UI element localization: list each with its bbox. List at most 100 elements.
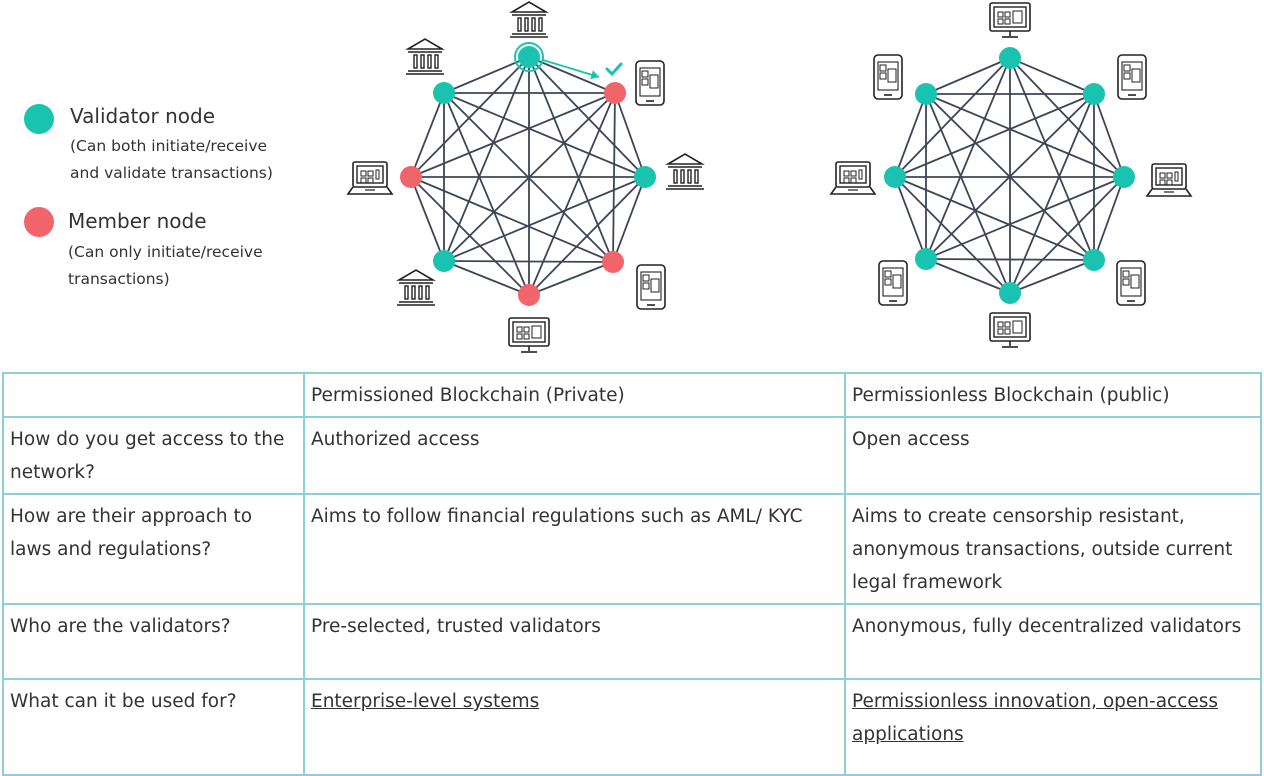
member-legend-title: Member node [68,209,207,233]
network-edge [443,176,646,262]
network-edge [1009,57,1095,261]
question-cell: How are their approach to laws and regul… [2,493,305,605]
network-edge [612,176,646,263]
network-edge [925,57,1011,260]
header-cell-public: Permissionless Blockchain (public) [844,372,1262,418]
member-legend-dot [24,207,54,237]
network-edge [410,176,530,296]
table-row: Who are the validators? Pre-selected, tr… [2,603,1262,680]
network-edge [925,258,1011,294]
validator-node [999,47,1021,69]
network-edge [1009,57,1125,178]
network-edge [410,92,616,178]
validator-node [433,82,455,104]
permissionless-innovation-link[interactable]: Permissionless innovation, open-access a… [852,691,1219,745]
validator-legend-title: Validator node [70,104,216,128]
validator-node [433,250,455,272]
network-edge [894,57,1011,178]
public-cell: Aims to create censorship resistant, ano… [844,493,1262,605]
member-node [602,251,624,273]
public-cell: Open access [844,416,1262,495]
network-edge [443,92,614,263]
validator-node [1113,166,1135,188]
question-cell: How do you get access to the network? [2,416,305,495]
validator-legend-desc-line1: (Can both initiate/receive [70,137,268,155]
phone-icon [635,60,665,106]
network-edge [925,258,1095,261]
network-edge [1009,176,1125,294]
enterprise-systems-link[interactable]: Enterprise-level systems [311,691,540,712]
validator-node [1083,83,1105,105]
bank-icon [509,1,549,38]
network-edge [443,260,530,296]
network-edge [925,93,1011,294]
monitor-icon [508,317,550,353]
private-cell: Pre-selected, trusted validators [303,603,846,680]
network-edge [410,176,445,262]
validator-legend-dot [24,104,54,134]
member-node [518,284,540,306]
private-cell: Enterprise-level systems [303,678,846,776]
validator-node [999,282,1021,304]
validator-node [518,46,540,68]
permissionless-network-diagram [829,2,1193,348]
network-edge [410,92,445,178]
network-edge [614,92,646,178]
network-edge [443,56,530,94]
network-edge [1093,93,1125,178]
laptop-icon [346,161,394,195]
network-edge [410,56,530,178]
table-row: How do you get access to the network? Au… [2,416,1262,495]
question-cell: What can it be used for? [2,678,305,776]
network-edge [925,93,1125,178]
network-edge [443,92,530,296]
network-edge [925,176,1125,260]
legend: Validator node (Can both initiate/receiv… [0,0,330,360]
arrow-head [590,70,599,80]
table-header-row: Permissioned Blockchain (Private) Permis… [2,372,1262,418]
laptop-icon [829,161,877,195]
monitor-icon [989,2,1031,38]
monitor-icon [989,312,1031,348]
transaction-arrow [542,59,600,78]
comparison-table: Permissioned Blockchain (Private) Permis… [2,372,1262,776]
phone-icon [1117,54,1147,100]
member-legend-desc-line2: transactions) [68,270,170,288]
bank-icon [665,153,705,190]
network-edge [443,56,530,262]
member-node [400,166,422,188]
header-cell-empty [2,372,305,418]
bank-icon [396,269,436,306]
network-edge [528,261,614,296]
network-edge [925,57,1011,95]
network-edge [925,93,1095,261]
validator-legend-desc-line2: and validate transactions) [70,164,273,182]
public-cell: Anonymous, fully decentralized validator… [844,603,1262,680]
header-cell-private: Permissioned Blockchain (Private) [303,372,846,418]
permissioned-network-diagram [346,1,705,353]
network-edge [894,93,1095,178]
network-edge [894,176,927,260]
phone-icon [1116,260,1146,306]
phone-icon [873,54,903,100]
checkmark-icon [605,62,623,77]
public-cell: Permissionless innovation, open-access a… [844,678,1262,776]
network-edge [1093,176,1125,261]
laptop-icon [1145,163,1193,197]
member-legend-desc: (Can only initiate/receive transactions) [68,239,328,293]
network-edge [528,56,646,178]
network-edge [528,56,616,94]
private-cell: Authorized access [303,416,846,495]
member-legend-desc-line1: (Can only initiate/receive [68,243,263,261]
private-cell: Aims to follow financial regulations suc… [303,493,846,605]
validator-node [884,166,906,188]
highlight-ring [514,42,544,72]
phone-icon [878,260,908,306]
bank-icon [405,38,445,75]
validator-node [915,83,937,105]
phone-icon [636,264,666,310]
network-edge [528,56,614,263]
member-node [604,82,626,104]
network-edge [894,176,1011,294]
table-row: How are their approach to laws and regul… [2,493,1262,605]
